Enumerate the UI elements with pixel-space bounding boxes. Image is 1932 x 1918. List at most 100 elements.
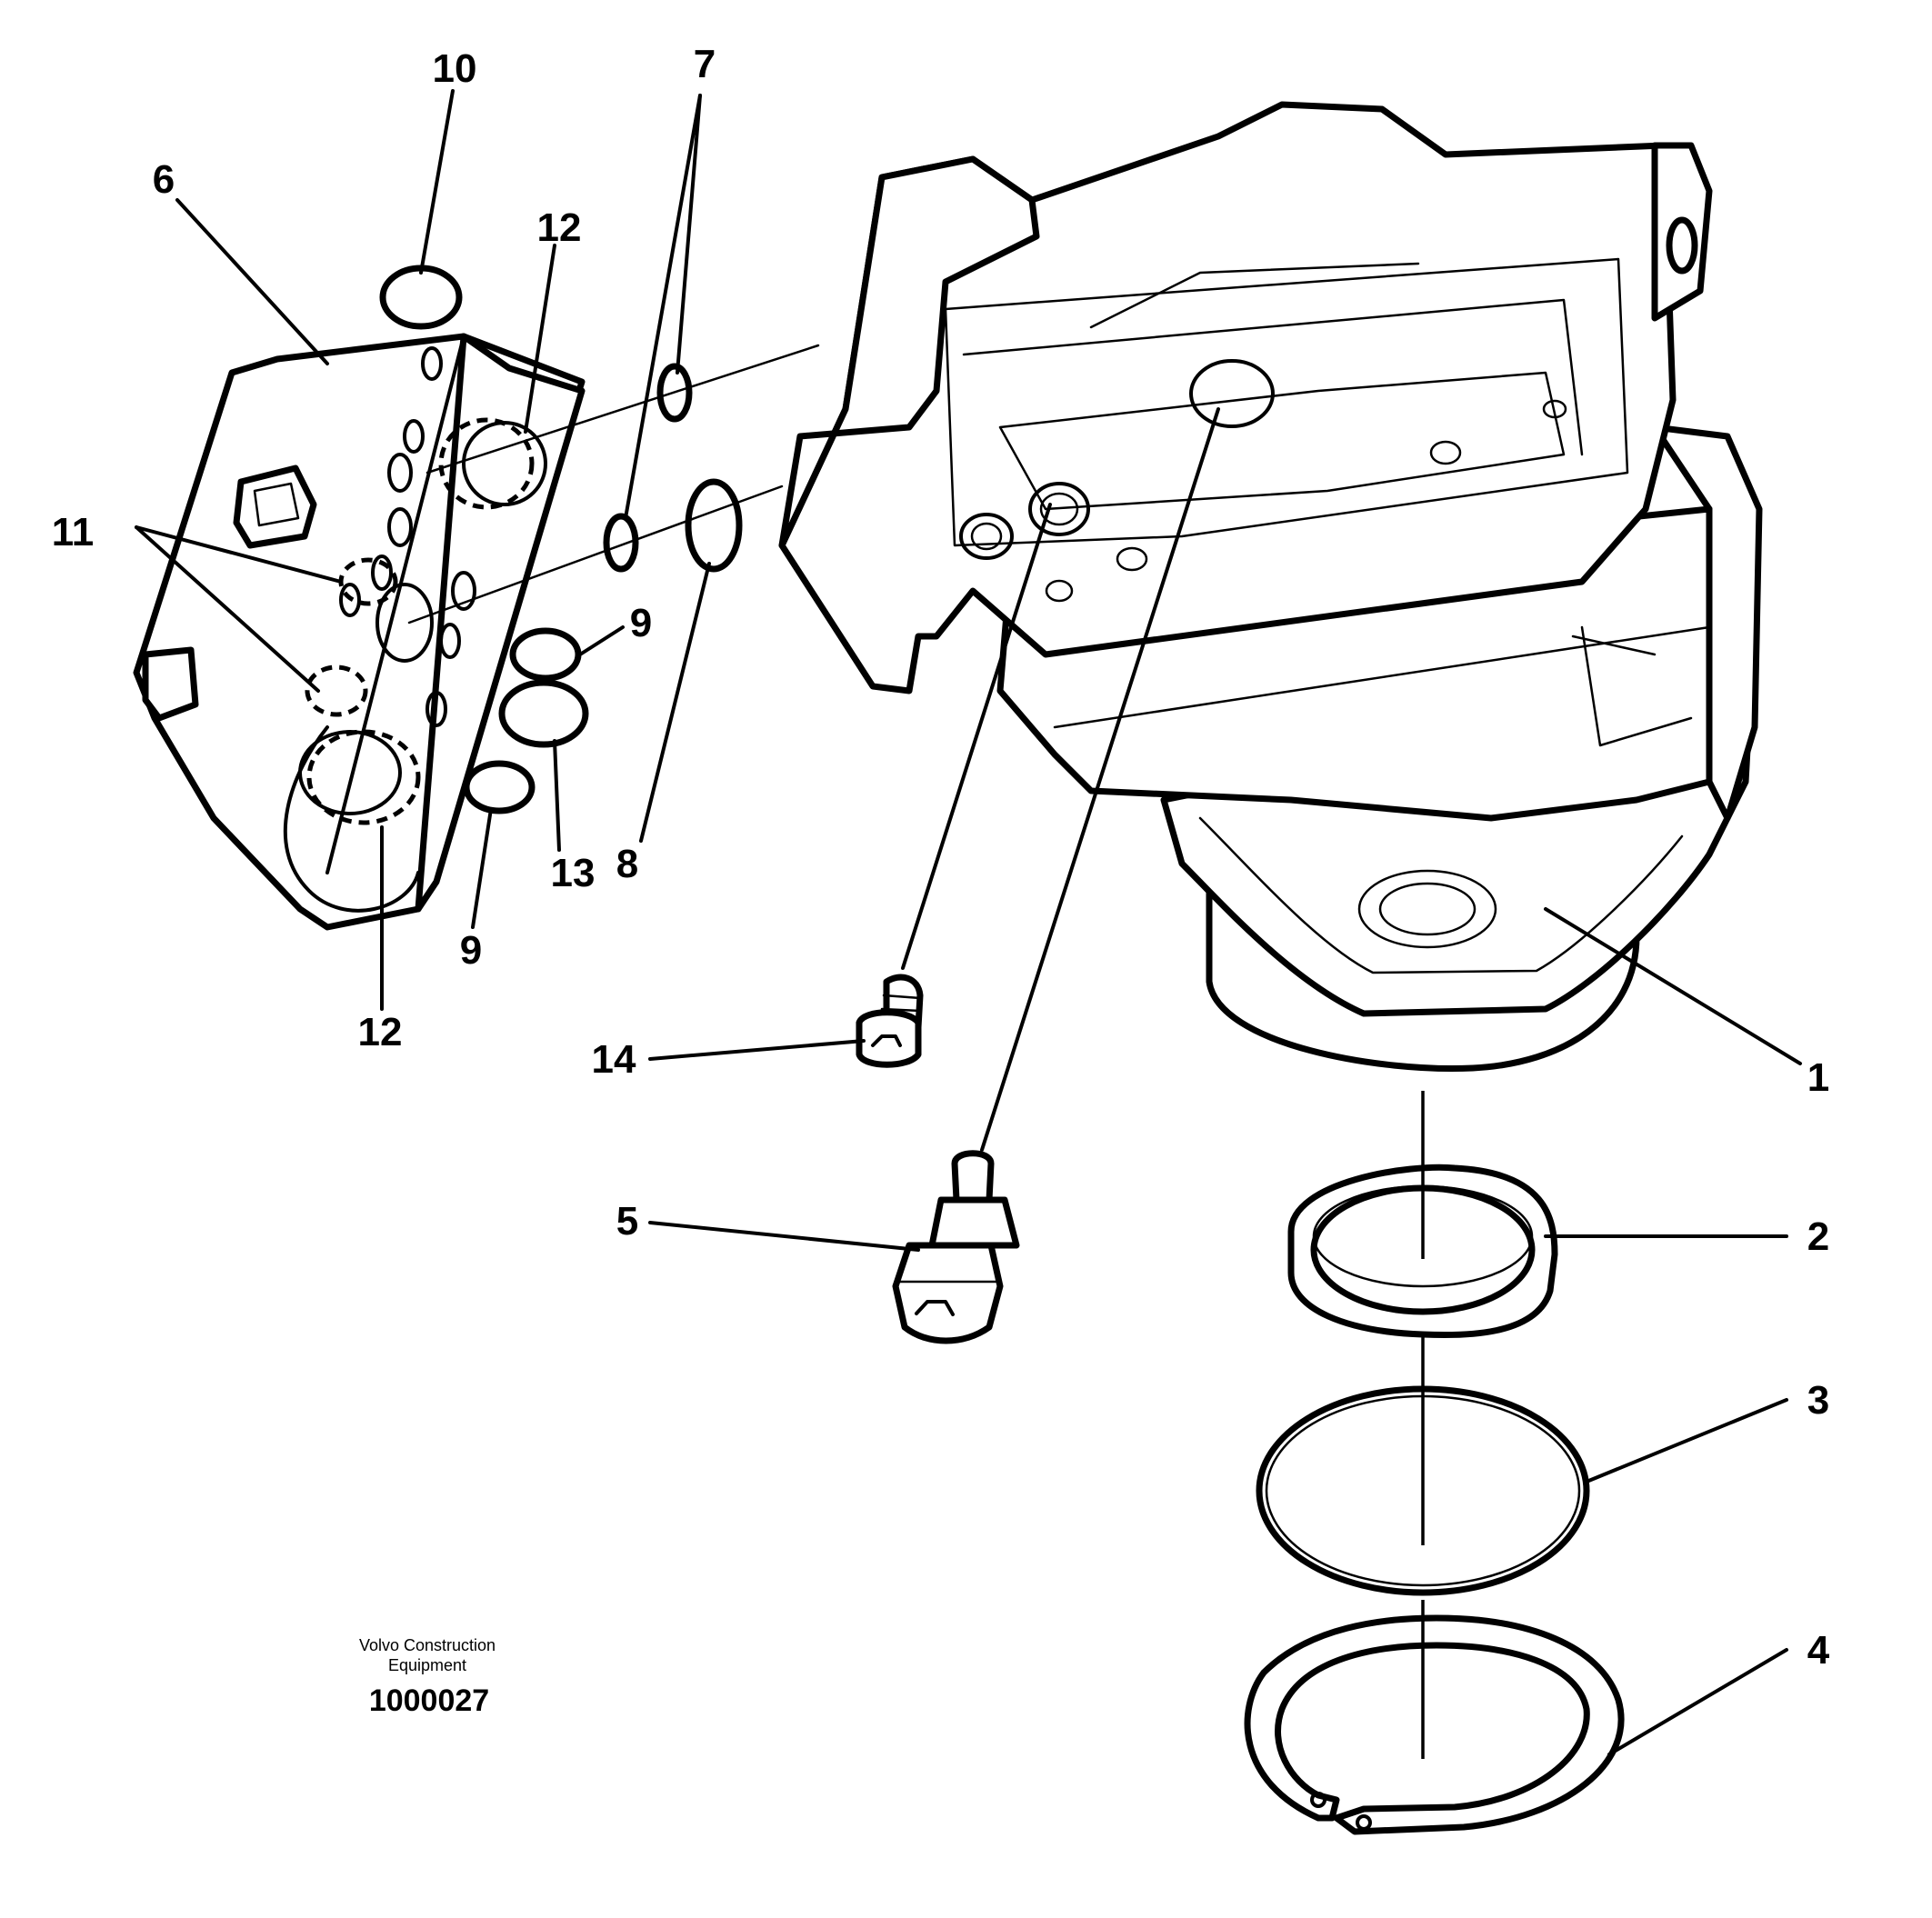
valve-block: [133, 333, 586, 931]
top-block-inner-rim: [998, 371, 1566, 511]
face-hole-5: [371, 554, 393, 591]
valve-block-edge: [325, 335, 465, 874]
brand-line-2: Equipment: [388, 1656, 466, 1674]
brand-line-1: Volvo Construction: [359, 1636, 496, 1654]
callout-8: 8: [616, 842, 638, 886]
face-hole-7: [375, 583, 434, 663]
hidden-plug-upper: [438, 417, 535, 510]
callout-5: 5: [616, 1199, 638, 1244]
hidden-seal-lower: [305, 664, 368, 717]
valve5-hex-socket: [915, 1300, 955, 1316]
valve5-body: [892, 1242, 1004, 1344]
callout-12-lower: 12: [358, 1010, 403, 1054]
leader-5-housing: [980, 407, 1220, 1152]
callout-12-upper: 12: [537, 205, 582, 250]
top-block-face: [944, 257, 1629, 547]
leader-7b: [624, 94, 702, 520]
o-ring-item13: [498, 679, 589, 748]
valve-block-plug: [233, 465, 317, 549]
o-ring-item7-upper: [656, 363, 693, 423]
small-hole-b: [1045, 579, 1074, 603]
small-hole-c: [1429, 440, 1462, 465]
upper-plug-boss: [462, 421, 547, 506]
housing-right-ear: [1651, 142, 1713, 322]
top-block-ridge: [962, 262, 1584, 456]
face-hole-10: [339, 583, 361, 617]
main-housing: [778, 101, 1763, 1072]
screw-item14: [856, 974, 924, 1068]
flange-bolt-hole-inner: [1378, 882, 1477, 936]
face-hole-3: [387, 453, 413, 493]
callout-2: 2: [1807, 1214, 1829, 1259]
leader-13: [553, 739, 561, 852]
screw14-hex-socket: [871, 1034, 902, 1047]
middle-body-edge: [1053, 625, 1711, 729]
hidden-plug-lower: [306, 729, 421, 825]
callout-14: 14: [592, 1037, 636, 1082]
face-hole-6: [451, 571, 476, 611]
flange-inner-edge: [1198, 816, 1684, 974]
callout-1: 1: [1807, 1055, 1829, 1100]
leader-11b: [135, 525, 320, 693]
callout-13: 13: [551, 851, 596, 895]
o-ring-item8: [685, 478, 743, 573]
port-left: [959, 513, 1014, 560]
lower-plug-boss: [298, 730, 402, 815]
axis-line-lower: [407, 484, 784, 624]
circlip-body: [1244, 1614, 1625, 1835]
leader-14-housing: [901, 503, 1052, 970]
small-hole-d: [1542, 399, 1567, 419]
leader-3: [1585, 1398, 1788, 1483]
leader-4: [1607, 1648, 1788, 1756]
face-hole-8: [439, 623, 461, 659]
o-ring-item7-lower: [603, 513, 639, 573]
port-right: [1028, 482, 1090, 536]
leader-8: [639, 562, 711, 843]
o-ring-item9-upper: [509, 627, 582, 682]
valve-block-side-tab: [142, 646, 199, 722]
callout-9-lower: 9: [460, 928, 482, 973]
leader-7a: [676, 94, 702, 375]
small-hole-a: [1116, 546, 1148, 572]
leader-11a: [135, 525, 343, 584]
circlip-item4: [1244, 1614, 1625, 1835]
leader-9-lower: [471, 807, 493, 929]
leader-10: [419, 89, 455, 275]
leader-6: [175, 198, 329, 365]
o-ring-item9-lower: [463, 760, 536, 814]
port-left-thread: [970, 522, 1003, 551]
leader-5: [648, 1221, 920, 1252]
face-hole-9: [425, 691, 447, 727]
face-hole-1: [421, 346, 443, 381]
leader-14: [648, 1039, 866, 1061]
leader-9-upper: [578, 625, 625, 656]
housing-left-plate: [778, 155, 1040, 549]
callout-10: 10: [433, 46, 477, 91]
port-right-thread: [1039, 492, 1079, 526]
axis-line-upper: [425, 344, 820, 475]
face-hole-2: [403, 419, 425, 454]
o-ring-item10: [379, 265, 463, 330]
face-hole-4: [387, 507, 413, 547]
middle-body-recess: [1571, 625, 1693, 747]
leader-12-upper: [524, 244, 556, 434]
flange-bolt-hole-outer: [1357, 869, 1497, 949]
ear-bore: [1666, 216, 1698, 275]
callout-9-upper: 9: [630, 601, 652, 645]
plug-hex: [253, 482, 300, 527]
valve-item5: [892, 1150, 1020, 1344]
document-number: 1000027: [369, 1683, 489, 1718]
callout-11: 11: [52, 510, 95, 554]
top-port: [1189, 359, 1275, 428]
callout-3: 3: [1807, 1378, 1829, 1423]
callout-7: 7: [694, 42, 716, 86]
valve5-tip: [951, 1150, 995, 1204]
screw14-head: [856, 1009, 922, 1068]
leader-1: [1544, 907, 1802, 1065]
circlip-eye-left: [1310, 1792, 1326, 1808]
circlip-eye-right: [1356, 1814, 1372, 1831]
callout-6: 6: [153, 157, 175, 202]
callout-4: 4: [1807, 1628, 1830, 1673]
valve5-stem: [928, 1196, 1020, 1249]
